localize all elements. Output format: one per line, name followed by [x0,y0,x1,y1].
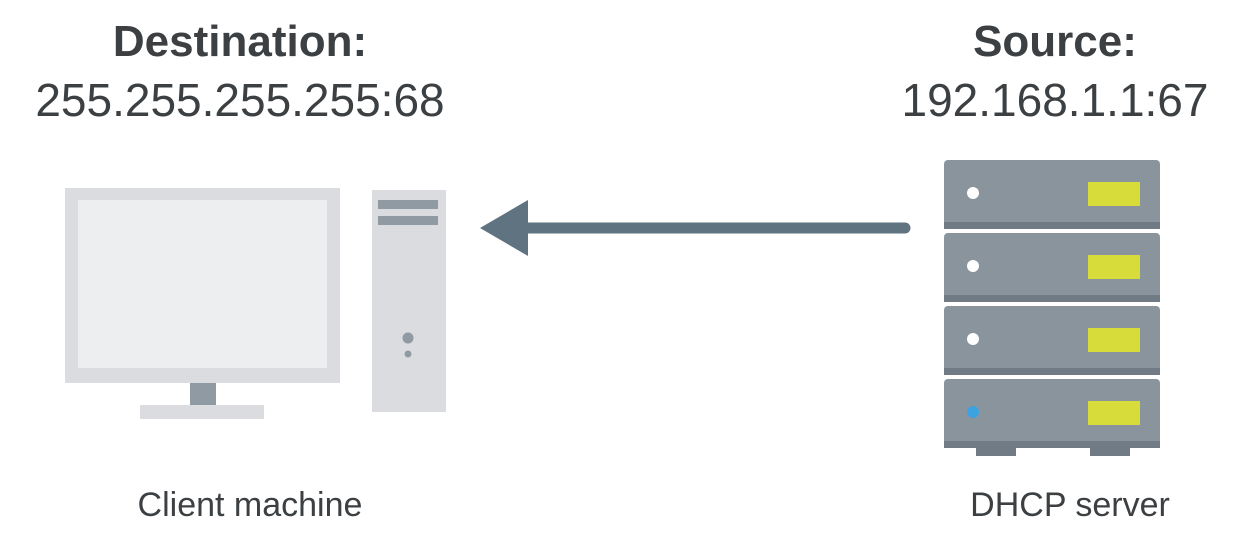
destination-address: 255.255.255.255:68 [35,74,445,126]
client-machine-caption: Client machine [137,486,363,524]
destination-label: Destination: 255.255.255.255:68 [0,14,480,130]
server-unit-3 [944,306,1160,375]
source-label: Source: 192.168.1.1:67 [860,14,1246,130]
destination-title: Destination: [112,17,368,66]
computer-tower-icon [372,190,446,412]
source-address: 192.168.1.1:67 [901,74,1209,126]
server-unit-1 [944,160,1160,229]
server-icon [944,160,1160,456]
server-unit-2 [944,233,1160,302]
source-title: Source: [973,17,1137,66]
monitor-icon [65,188,340,419]
arrow-icon [480,200,911,256]
dhcp-server-caption: DHCP server [970,486,1170,524]
server-unit-4 [944,379,1160,448]
